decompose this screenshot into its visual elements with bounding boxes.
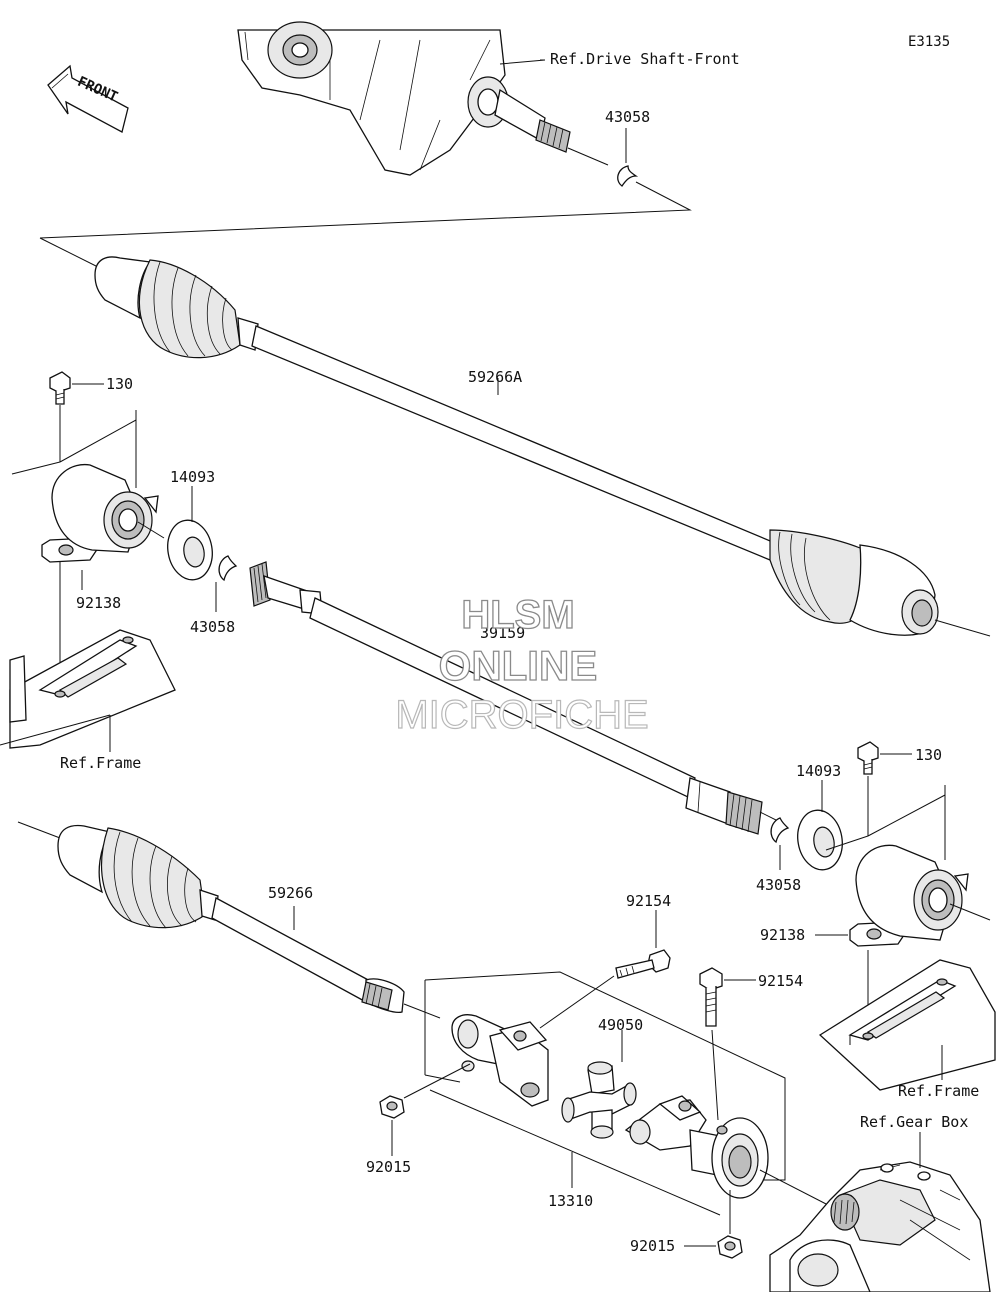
joint-assy-base-line xyxy=(429,1089,721,1216)
cross-joint-icon xyxy=(561,1061,637,1139)
front-arrow-icon: FRONT xyxy=(47,64,129,133)
bolt-left-icon xyxy=(49,371,71,405)
washer-left-label: 14093 xyxy=(170,468,215,486)
circlip-left-label: 43058 xyxy=(190,618,235,636)
cross-joint-label: 49050 xyxy=(598,1016,643,1034)
nut-bottom-icon xyxy=(717,1235,743,1259)
ref-frame-left-label: Ref.Frame xyxy=(60,754,141,772)
frame-left xyxy=(0,629,176,749)
circlip-right-label: 43058 xyxy=(756,876,801,894)
lower-axle-shaft xyxy=(17,821,405,1014)
ref-drive-shaft-leader xyxy=(499,59,546,65)
bolt-right-label: 130 xyxy=(915,746,942,764)
ref-drive-shaft-front-label: Ref.Drive Shaft-Front xyxy=(550,50,740,68)
front-shaft-axis xyxy=(567,147,609,166)
shaft-lower-axis xyxy=(403,1003,441,1019)
circlip-top-icon xyxy=(617,165,639,187)
bearing-right-axis xyxy=(949,903,991,921)
bolt-right-icon xyxy=(857,741,879,775)
nut-bottom-label: 92015 xyxy=(630,1237,675,1255)
prop-shaft-label: 39159 xyxy=(480,624,525,642)
circlip-top-label: 43058 xyxy=(605,108,650,126)
yoke-left-icon xyxy=(451,1014,549,1107)
gear-box xyxy=(769,1161,991,1292)
bolt-yoke-label: 92154 xyxy=(626,892,671,910)
watermark-line2: ONLINE xyxy=(439,642,598,689)
shaft-lower-label: 59266 xyxy=(268,884,313,902)
nut-left-label: 92015 xyxy=(366,1158,411,1176)
nut-left-icon xyxy=(379,1095,405,1119)
bearing-left-guide xyxy=(11,405,137,488)
bolt-flange-label: 92154 xyxy=(758,972,803,990)
front-differential xyxy=(237,21,571,176)
circlip-right-icon xyxy=(770,817,790,844)
bearing-right-icon xyxy=(849,844,969,947)
joint-assy-label: 13310 xyxy=(548,1192,593,1210)
nut-left-axis xyxy=(403,1063,471,1099)
front-shaft-guide-line xyxy=(39,181,692,239)
washer-left-icon xyxy=(167,519,213,581)
bolt-flange-icon xyxy=(699,967,723,1027)
bearing-left-axis xyxy=(137,521,165,539)
bolt-yoke-axis xyxy=(539,975,615,1029)
bearing-left-icon xyxy=(41,463,159,563)
ref-gear-box-label: Ref.Gear Box xyxy=(860,1113,968,1131)
washer-right-icon xyxy=(797,809,843,871)
bolt-left-label: 130 xyxy=(106,375,133,393)
watermark: HLSM ONLINE MICROFICHE xyxy=(395,592,650,737)
ref-frame-right-label: Ref.Frame xyxy=(898,1082,979,1100)
flange-yoke-icon xyxy=(624,1095,769,1199)
upper-axle-shaft xyxy=(39,237,991,637)
flange-yoke-axis xyxy=(759,1169,831,1207)
washer-right-label: 14093 xyxy=(796,762,841,780)
prop-shaft xyxy=(249,561,763,835)
watermark-line3: MICROFICHE xyxy=(395,693,648,737)
diagram-code: E3135 xyxy=(908,34,950,50)
bearing-left-label: 92138 xyxy=(76,594,121,612)
bearing-right-label: 92138 xyxy=(760,926,805,944)
frame-right xyxy=(818,959,996,1091)
bolt-yoke-icon xyxy=(615,949,671,979)
bearing-right-guide xyxy=(825,776,946,860)
circlip-left-icon xyxy=(218,555,238,582)
shaft-upper-label: 59266A xyxy=(468,368,522,386)
bolt-flange-axis xyxy=(711,1029,719,1121)
watermark-line1: HLSM xyxy=(461,593,574,637)
